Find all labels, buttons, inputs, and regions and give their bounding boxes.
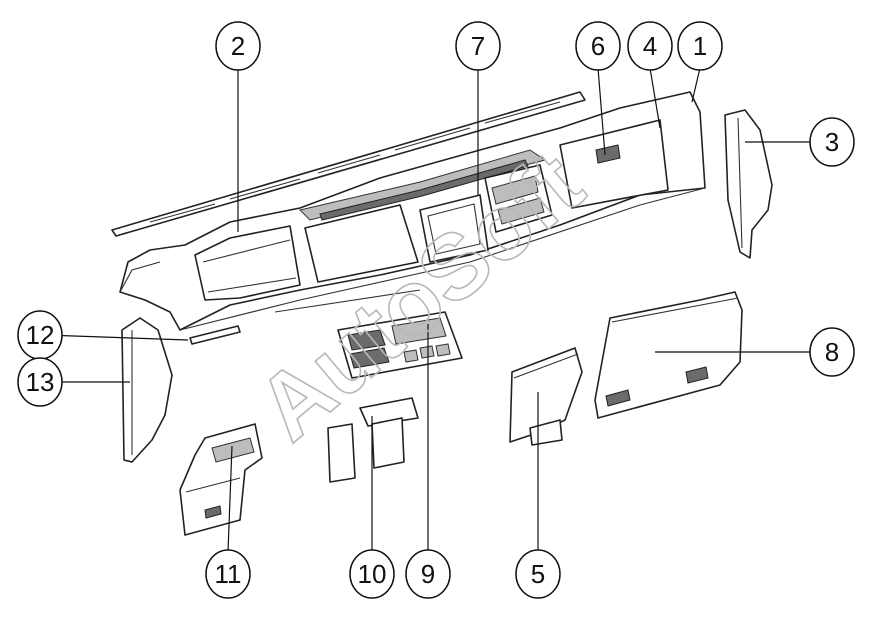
center-display-panel (304, 204, 419, 283)
side-trim-left (121, 317, 173, 463)
callout-4-label: 4 (643, 31, 657, 61)
callout-13: 13 (17, 357, 63, 407)
switch-panel (337, 311, 463, 379)
callout-9: 9 (405, 549, 451, 599)
callout-11-label: 11 (215, 559, 242, 589)
callout-13-label: 13 (26, 367, 55, 397)
glovebox-latch (595, 144, 621, 164)
dashboard-assembly (111, 91, 706, 345)
center-console-panel (509, 347, 583, 446)
callout-6-label: 6 (591, 31, 605, 61)
callout-3-label: 3 (825, 127, 839, 157)
radio-frame (419, 194, 489, 263)
callout-10: 10 (349, 549, 395, 599)
callout-8: 8 (809, 327, 855, 377)
callout-7-label: 7 (471, 31, 485, 61)
callout-1: 1 (677, 21, 723, 71)
side-trim-right (724, 109, 773, 259)
callout-12-label: 12 (26, 320, 55, 350)
callout-4: 4 (627, 21, 673, 71)
callout-10-label: 10 (358, 559, 387, 589)
callout-3: 3 (809, 117, 855, 167)
callout-6: 6 (575, 21, 621, 71)
callout-9-label: 9 (421, 559, 435, 589)
lower-trim-strip (189, 325, 241, 345)
callout-2: 2 (215, 21, 261, 71)
left-lower-panel (179, 423, 263, 536)
glovebox-area (559, 119, 669, 209)
callout-7: 7 (455, 21, 501, 71)
callout-8-label: 8 (825, 337, 839, 367)
lower-knee-panel (594, 291, 743, 419)
callout-5-label: 5 (531, 559, 545, 589)
callout-1-label: 1 (693, 31, 707, 61)
callout-5: 5 (515, 549, 561, 599)
callout-2-label: 2 (231, 31, 245, 61)
mounting-bracket (327, 397, 419, 483)
callout-12: 12 (17, 310, 63, 360)
vent-grille (299, 149, 547, 221)
callout-11: 11 (205, 549, 251, 599)
